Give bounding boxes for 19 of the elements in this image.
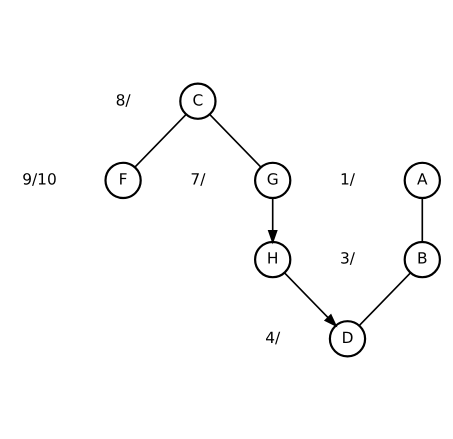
node-label: 7/ — [190, 170, 206, 188]
connector — [421, 198, 424, 242]
node-label: 3/ — [340, 249, 355, 268]
node-circle: F — [104, 161, 142, 199]
connector — [134, 114, 186, 168]
connector — [358, 272, 411, 326]
node-circle: A — [404, 161, 441, 199]
node-label: 9/10 — [22, 170, 57, 188]
node-circle: C — [179, 82, 217, 120]
node-circle: H — [254, 240, 292, 278]
node-circle: G — [254, 161, 292, 199]
arrow — [284, 272, 338, 327]
node-label: 4/ — [265, 328, 280, 346]
node-circle: D — [328, 320, 366, 357]
node-circle: B — [404, 240, 441, 278]
node-label: 8/ — [116, 90, 131, 109]
connector — [209, 114, 262, 168]
node-label: 1/ — [340, 170, 355, 188]
arrow — [268, 198, 278, 244]
